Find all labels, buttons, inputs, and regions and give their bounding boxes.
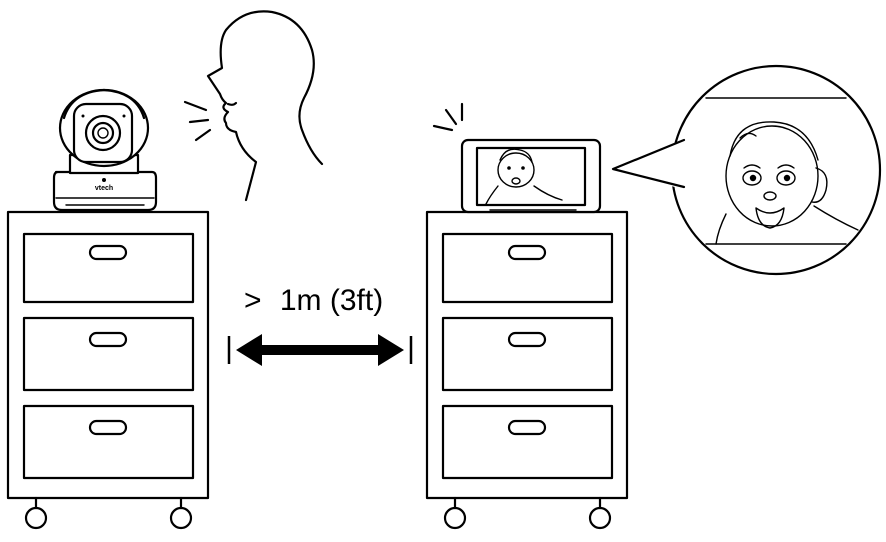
double-arrow-icon	[227, 334, 413, 366]
baby-camera-icon: vtech	[52, 88, 158, 212]
right-caster-left	[443, 496, 467, 530]
zoomed-baby-face-icon	[715, 121, 859, 245]
right-drawer-1	[441, 232, 614, 304]
sound-lines-monitor-icon	[432, 102, 464, 132]
left-caster-left	[24, 496, 48, 530]
left-cabinet	[6, 210, 210, 530]
left-drawer-2	[22, 316, 195, 392]
camera-brand: vtech	[95, 185, 113, 192]
right-drawer-2	[441, 316, 614, 392]
left-caster-right	[169, 496, 193, 530]
right-cabinet	[425, 210, 629, 530]
parent-monitor-icon	[460, 138, 602, 214]
zoom-callout-icon	[611, 64, 882, 276]
sound-lines-speaker-icon	[183, 100, 212, 142]
distance-label: > 1m (3ft)	[244, 284, 383, 317]
left-drawer-1	[22, 232, 195, 304]
right-caster-right	[588, 496, 612, 530]
right-drawer-3	[441, 404, 614, 480]
distance-text: 1m (3ft)	[280, 284, 383, 317]
left-drawer-3	[22, 404, 195, 480]
person-speaking-icon	[206, 10, 324, 202]
greater-than-symbol: >	[244, 284, 262, 317]
monitor-baby-face-icon	[485, 148, 563, 205]
